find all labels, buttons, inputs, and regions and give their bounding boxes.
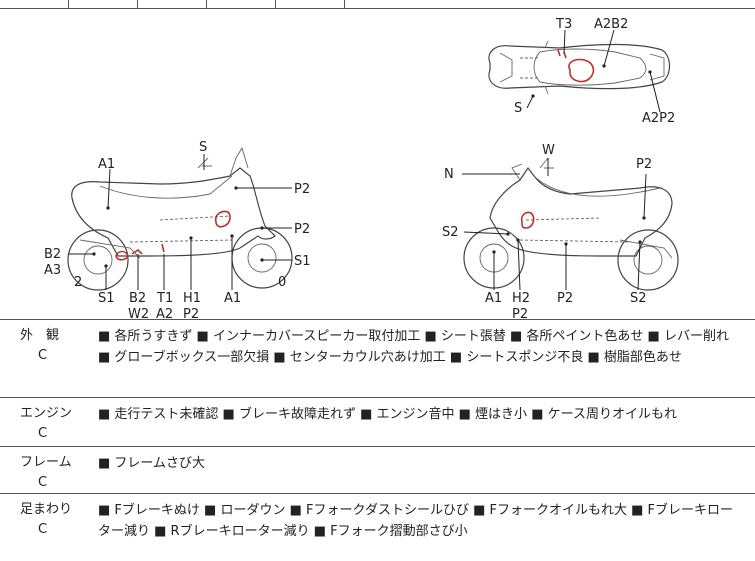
top-view: T3 A2B2 S A2P2	[488, 17, 675, 126]
section-notes: ■ 各所うすきず ■ インナーカバースピーカー取付加工 ■ シート張替 ■ 各所…	[98, 329, 729, 365]
label-b2-bottom: B2	[129, 291, 146, 306]
label-p2-top-right: P2	[636, 157, 652, 172]
right-side-view: N W P2 S2 A1 H2 P2 P2 S2	[442, 143, 679, 319]
section-notes: ■ フレームさび大	[98, 456, 206, 471]
label-a2: A2	[156, 307, 173, 319]
section-title: 外 観	[20, 328, 60, 343]
section-grade: C	[38, 348, 48, 363]
section-header: フレーム C	[0, 447, 88, 493]
label-t3: T3	[555, 17, 572, 32]
section-grade: C	[38, 522, 48, 537]
label-p2-bottom-left: P2	[183, 307, 199, 319]
section-suspension: 足まわり C ■ Fブレーキぬけ ■ ローダウン ■ Fフォークダストシールひび…	[0, 494, 755, 560]
section-header: 足まわり C	[0, 494, 88, 560]
label-b2-left: B2	[44, 247, 61, 262]
label-p2-mid: P2	[294, 222, 310, 237]
label-a1-bottom: A1	[224, 291, 241, 306]
label-s2-bottom: S2	[630, 291, 647, 306]
label-t1: T1	[156, 291, 173, 306]
label-w2: W2	[128, 307, 149, 319]
section-notes: ■ 走行テスト未確認 ■ ブレーキ故障走れず ■ エンジン音中 ■ 煙はき小 ■…	[98, 407, 677, 422]
label-a2b2: A2B2	[594, 17, 628, 32]
label-p2-upper: P2	[294, 182, 310, 197]
label-w: W	[542, 143, 555, 158]
scooter-diagram-svg: T3 A2B2 S A2P2	[44, 17, 679, 319]
label-a2p2: A2P2	[642, 111, 675, 126]
section-engine: エンジン C ■ 走行テスト未確認 ■ ブレーキ故障走れず ■ エンジン音中 ■…	[0, 398, 755, 447]
label-s1-right: S1	[294, 254, 311, 269]
label-s2-left: S2	[442, 225, 459, 240]
section-grade: C	[38, 475, 48, 490]
label-p2-under-h2: P2	[512, 307, 528, 319]
label-n: N	[444, 167, 454, 182]
label-s-top: S	[514, 101, 522, 116]
section-header: エンジン C	[0, 398, 88, 446]
label-h1: H1	[183, 291, 201, 306]
section-notes: ■ Fブレーキぬけ ■ ローダウン ■ Fフォークダストシールひび ■ Fフォー…	[98, 503, 733, 539]
section-grade: C	[38, 426, 48, 441]
left-side-view: A1 S P2 P2 S1 B2 A3 2 0 S1 B2 W2 T1 A2 H…	[44, 140, 311, 319]
label-2: 2	[74, 275, 82, 290]
section-exterior: 外 観 C ■ 各所うすきず ■ インナーカバースピーカー取付加工 ■ シート張…	[0, 320, 755, 398]
damage-diagram: T3 A2B2 S A2P2	[0, 8, 755, 320]
label-a1-right: A1	[485, 291, 502, 306]
label-h2: H2	[512, 291, 530, 306]
section-header: 外 観 C	[0, 320, 88, 397]
top-table-strip	[0, 0, 755, 9]
section-title: エンジン	[20, 406, 73, 421]
label-0: 0	[278, 275, 286, 290]
label-s-left: S	[199, 140, 207, 155]
section-title: フレーム	[20, 455, 72, 470]
label-s1-bottom: S1	[98, 291, 115, 306]
label-a3: A3	[44, 263, 61, 278]
label-p2-bottom-right: P2	[557, 291, 573, 306]
label-a1-top: A1	[98, 157, 115, 172]
condition-table: 外 観 C ■ 各所うすきず ■ インナーカバースピーカー取付加工 ■ シート張…	[0, 320, 755, 560]
section-title: 足まわり	[20, 502, 73, 517]
section-frame: フレーム C ■ フレームさび大	[0, 447, 755, 494]
